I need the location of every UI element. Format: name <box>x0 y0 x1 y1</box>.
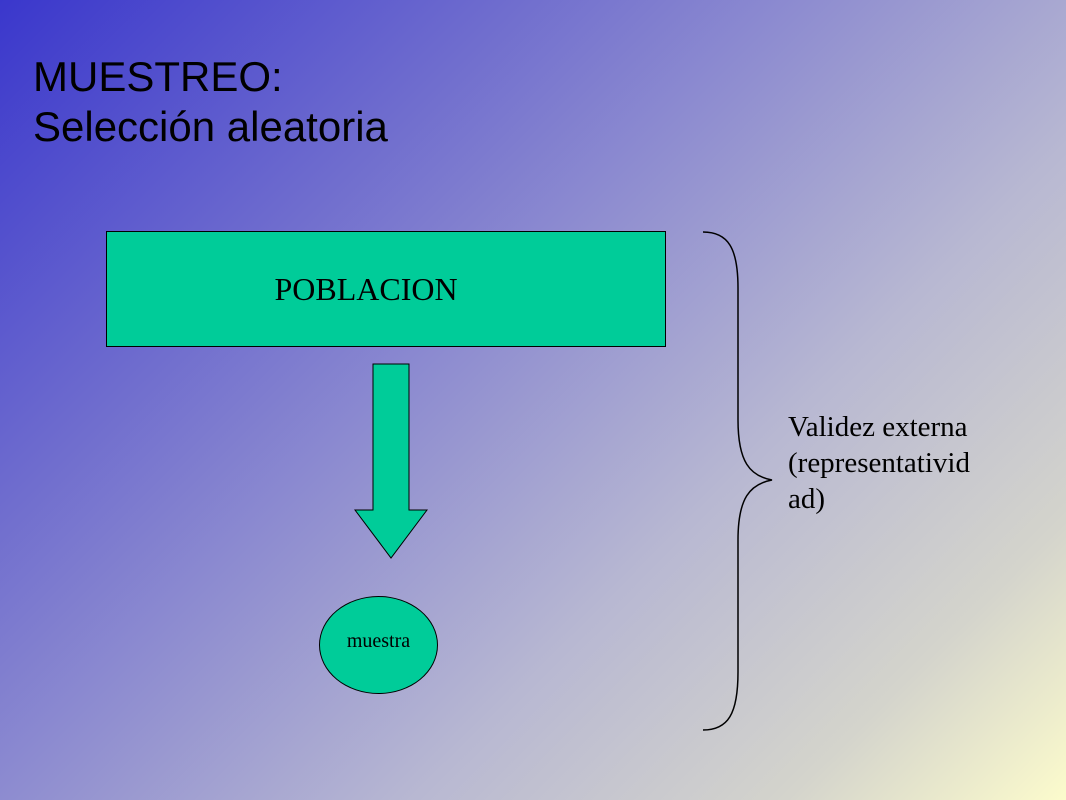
validity-line-2: (representativid <box>788 447 970 479</box>
sample-oval[interactable]: muestra <box>319 596 438 694</box>
down-arrow-shape <box>354 363 428 559</box>
population-box[interactable]: POBLACION <box>106 231 666 347</box>
down-arrow <box>354 363 428 559</box>
validity-line-1: Validez externa <box>788 411 968 443</box>
title-line-1: MUESTREO: <box>33 53 283 100</box>
slide-title: MUESTREO: Selección aleatoria <box>33 52 388 152</box>
sample-label: muestra <box>346 629 411 652</box>
right-brace-path <box>702 231 773 731</box>
population-label: POBLACION <box>274 270 458 307</box>
title-line-2: Selección aleatoria <box>33 103 388 150</box>
validity-line-3: ad) <box>788 483 826 515</box>
right-brace <box>702 231 773 731</box>
validity-label: Validez externa (representativid ad) <box>788 409 1028 517</box>
